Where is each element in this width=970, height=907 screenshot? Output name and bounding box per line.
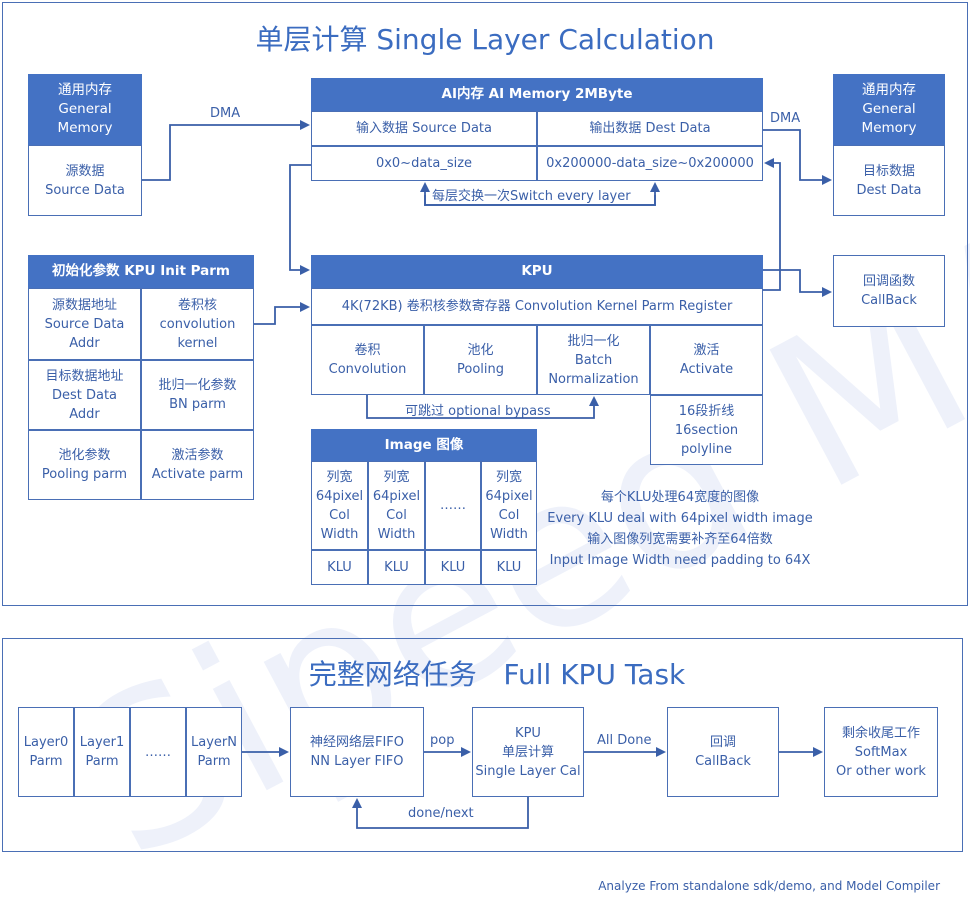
klu-note: 每个KLU处理64宽度的图像 Every KLU deal with 64pix… (540, 487, 820, 571)
image-col-2: 列宽 64pixel Col Width (368, 461, 425, 550)
ai-memory-input: 输入数据 Source Data (311, 111, 537, 146)
kpu-header: KPU (311, 255, 763, 288)
init-bn-parm: 批归一化参数 BN parm (141, 360, 254, 430)
kpu-single-layer-cal: KPU 单层计算 Single Layer Cal (472, 707, 584, 797)
stage-batch-norm: 批归一化 Batch Normalization (537, 325, 650, 395)
callback-box: 回调函数 CallBack (833, 255, 945, 327)
ai-memory-input-range: 0x0~data_size (311, 146, 537, 181)
stage-convolution: 卷积 Convolution (311, 325, 424, 395)
switch-arrow-right (424, 182, 660, 206)
bypass-label: 可跳过 optional bypass (405, 404, 551, 419)
general-memory-right-header: 通用内存 General Memory (833, 74, 945, 145)
dma-label-right: DMA (770, 111, 801, 126)
polyline-box: 16段折线 16section polyline (650, 395, 763, 465)
top-title: 单层计算 Single Layer Calculation (255, 23, 715, 56)
init-conv-kernel: 卷积核 convolution kernel (141, 288, 254, 360)
init-activate-parm: 激活参数 Activate parm (141, 430, 254, 500)
kpu-to-callback-arrow (763, 269, 832, 297)
klu-1: KLU (311, 550, 368, 585)
image-col-ellipsis: …… (425, 461, 481, 550)
init-pooling-parm: 池化参数 Pooling parm (28, 430, 141, 500)
callback-final: 回调 CallBack (667, 707, 779, 797)
init-parm-header: 初始化参数 KPU Init Parm (28, 255, 254, 288)
kernel-register: 4K(72KB) 卷积核参数寄存器 Convolution Kernel Par… (311, 288, 763, 325)
stage-activate: 激活 Activate (650, 325, 763, 395)
klu-2: KLU (368, 550, 425, 585)
klu-note-line: 输入图像列宽需要补齐至64倍数 (587, 532, 773, 547)
ai-memory-output: 输出数据 Dest Data (537, 111, 763, 146)
done-next-label: done/next (408, 806, 474, 821)
source-data-box: 源数据 Source Data (28, 145, 142, 216)
init-dest-addr: 目标数据地址 Dest Data Addr (28, 360, 141, 430)
init-to-register-arrow (254, 302, 310, 325)
single-layer-frame (2, 2, 968, 606)
stage-pooling: 池化 Pooling (424, 325, 537, 395)
init-source-addr: 源数据地址 Source Data Addr (28, 288, 141, 360)
switch-arrow-left (420, 182, 656, 206)
image-col-n: 列宽 64pixel Col Width (481, 461, 537, 550)
layer0-parm: Layer0 Parm (18, 707, 74, 797)
ai-memory-output-range: 0x200000-data_size~0x200000 (537, 146, 763, 181)
ai-memory-header: AI内存 AI Memory 2MByte (311, 78, 763, 111)
dma-right-arrow (763, 129, 832, 185)
general-memory-left-header: 通用内存 General Memory (28, 74, 142, 145)
layer1-parm: Layer1 Parm (74, 707, 130, 797)
switch-every-layer-label: 每层交换一次Switch every layer (432, 189, 631, 204)
done-next-arrow (352, 797, 529, 829)
remaining-work: 剩余收尾工作 SoftMax Or other work (824, 707, 938, 797)
dma-left-arrow (142, 120, 310, 181)
nn-layer-fifo: 神经网络层FIFO NN Layer FIFO (290, 707, 424, 797)
bypass-arrow (366, 395, 599, 419)
all-done-label: All Done (597, 733, 652, 748)
dma-label-left: DMA (210, 106, 241, 121)
klu-note-line: 每个KLU处理64宽度的图像 (600, 490, 760, 505)
klu-note-line: Every KLU deal with 64pixel width image (547, 511, 813, 526)
bottom-title: 完整网络任务 Full KPU Task (308, 658, 686, 691)
image-header: Image 图像 (311, 429, 537, 461)
footer-note: Analyze From standalone sdk/demo, and Mo… (598, 879, 940, 893)
full-task-frame (2, 638, 963, 852)
kpu-to-output-arrow (763, 158, 781, 291)
klu-note-line: Input Image Width need padding to 64X (549, 553, 811, 568)
pop-label: pop (430, 733, 455, 748)
dest-data-box: 目标数据 Dest Data (833, 145, 945, 216)
input-to-kpu-arrow (289, 164, 311, 275)
layer-ellipsis: …… (130, 707, 186, 797)
klu-n: KLU (481, 550, 537, 585)
image-col-1: 列宽 64pixel Col Width (311, 461, 368, 550)
klu-3: KLU (425, 550, 481, 585)
layerN-parm: LayerN Parm (186, 707, 242, 797)
